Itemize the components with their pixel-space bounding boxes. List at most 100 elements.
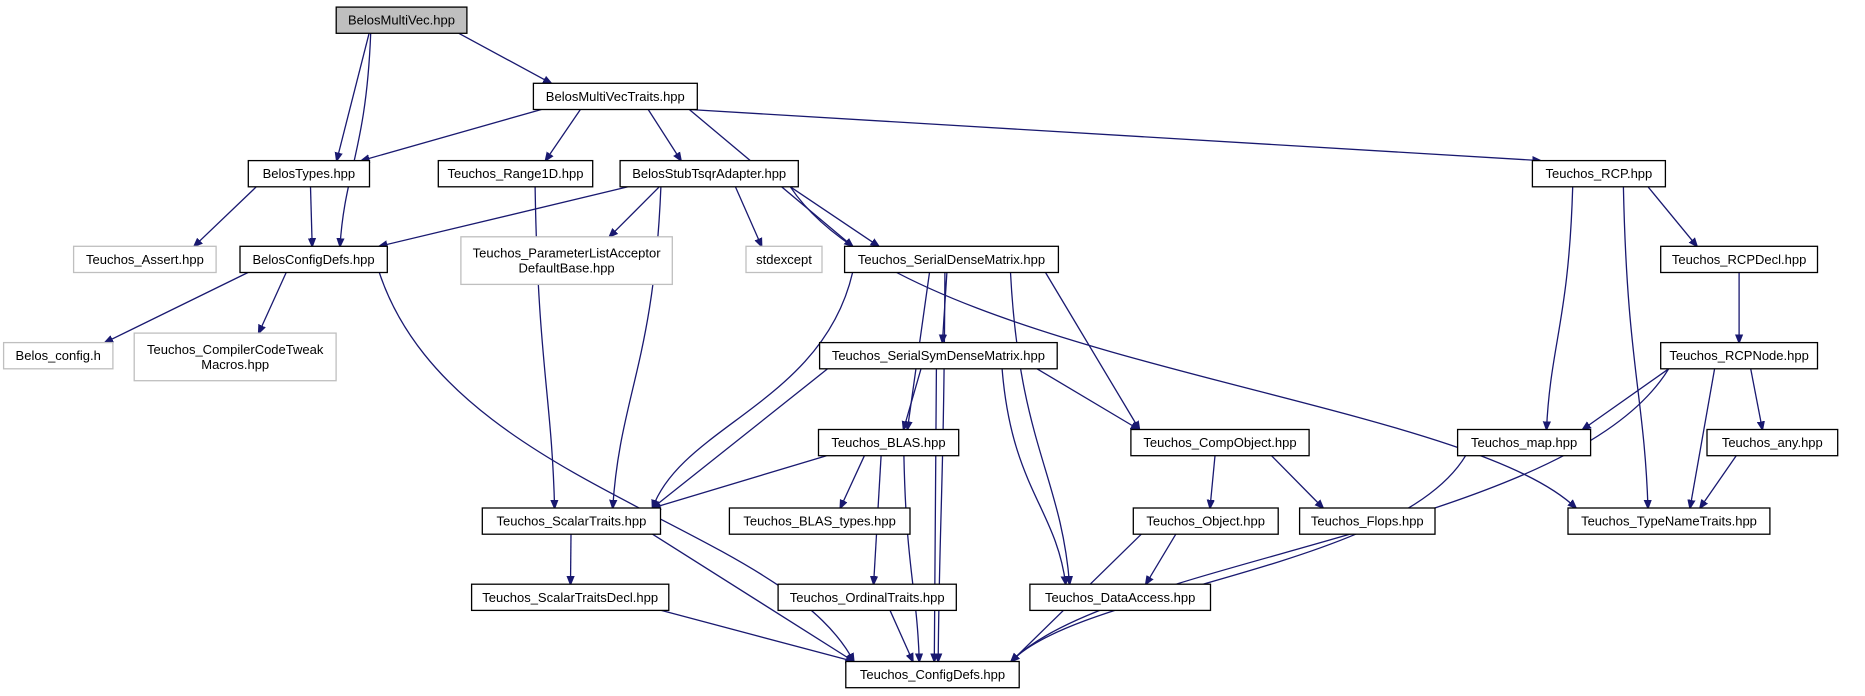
node-multivec[interactable]: BelosMultiVec.hpp	[335, 6, 468, 34]
edge-serialsym-to-dataaccess	[1001, 368, 1066, 584]
node-flops[interactable]: Teuchos_Flops.hpp	[1298, 507, 1436, 535]
edge-arrow	[734, 186, 761, 247]
edge-arrow	[1622, 186, 1648, 508]
node-label: Teuchos_any.hpp	[1722, 435, 1823, 450]
edge-arrow	[379, 186, 629, 247]
node-box	[335, 6, 468, 34]
node-map[interactable]: Teuchos_map.hpp	[1456, 428, 1592, 457]
node-compobject[interactable]: Teuchos_CompObject.hpp	[1130, 428, 1310, 457]
node-scalartraitsdecl[interactable]: Teuchos_ScalarTraitsDecl.hpp	[470, 583, 670, 612]
edge-arrow	[546, 109, 581, 161]
edge-configdefs-to-compilercode	[259, 272, 287, 334]
node-label: BelosTypes.hpp	[263, 166, 356, 181]
node-object[interactable]: Teuchos_Object.hpp	[1132, 507, 1279, 535]
node-configdefs[interactable]: BelosConfigDefs.hpp	[239, 245, 388, 274]
node-range1d[interactable]: Teuchos_Range1D.hpp	[437, 159, 594, 188]
edge-serialdense-to-compobject	[1044, 272, 1140, 430]
node-box	[1029, 583, 1212, 612]
edge-arrow	[840, 455, 865, 508]
node-label: Teuchos_RCPNode.hpp	[1669, 348, 1808, 363]
node-paramlist[interactable]: Teuchos_ParameterListAcceptorDefaultBase…	[460, 236, 673, 286]
node-box	[1130, 428, 1310, 457]
edge-ordinal-to-teuchosconfig	[889, 610, 913, 661]
edge-arrow	[1750, 368, 1763, 430]
node-belostypes[interactable]: BelosTypes.hpp	[247, 159, 371, 188]
edge-multivec-to-multivectraits	[458, 32, 551, 83]
edge-arrow	[1009, 272, 1070, 585]
edge-scalartraitsdecl-to-teuchosconfig	[660, 609, 854, 661]
edge-arrow	[609, 186, 660, 237]
edge-compobject-to-flops	[1271, 455, 1324, 508]
node-serialsym[interactable]: Teuchos_SerialSymDenseMatrix.hpp	[818, 341, 1058, 370]
node-assert[interactable]: Teuchos_Assert.hpp	[72, 245, 217, 274]
node-box	[1660, 245, 1819, 274]
node-box	[247, 159, 371, 188]
edge-serialdense-to-scalartraits	[653, 272, 854, 509]
edge-multivectraits-to-range1d	[546, 109, 581, 161]
node-box	[818, 341, 1058, 370]
node-scalartraits[interactable]: Teuchos_ScalarTraits.hpp	[481, 507, 662, 535]
edge-blas-to-blastypes	[840, 455, 865, 508]
node-blastypes[interactable]: Teuchos_BLAS_types.hpp	[728, 507, 911, 535]
node-ordinal[interactable]: Teuchos_OrdinalTraits.hpp	[777, 583, 957, 612]
node-multivectraits[interactable]: BelosMultiVecTraits.hpp	[532, 82, 698, 111]
edge-multivectraits-to-belostypes	[361, 108, 542, 161]
node-dataaccess[interactable]: Teuchos_DataAccess.hpp	[1029, 583, 1212, 612]
edge-stubtsqr-to-stdexcept	[734, 186, 761, 247]
edge-serialsym-to-scalartraits	[653, 368, 829, 508]
edge-serialsym-to-compobject	[1036, 368, 1139, 430]
node-label: Teuchos_OrdinalTraits.hpp	[790, 590, 945, 605]
edge-belostypes-to-assert	[194, 186, 257, 247]
node-box	[619, 159, 799, 188]
node-box	[2, 341, 114, 370]
node-rcpdecl[interactable]: Teuchos_RCPDecl.hpp	[1660, 245, 1819, 274]
node-serialdense[interactable]: Teuchos_SerialDenseMatrix.hpp	[843, 245, 1060, 274]
edge-arrow	[571, 534, 572, 584]
node-stubtsqr[interactable]: BelosStubTsqrAdapter.hpp	[619, 159, 799, 188]
node-stdexcept[interactable]: stdexcept	[745, 245, 823, 274]
edge-multivectraits-to-stubtsqr	[647, 109, 681, 161]
node-label: Teuchos_TypeNameTraits.hpp	[1581, 514, 1757, 529]
node-rcp[interactable]: Teuchos_RCP.hpp	[1531, 159, 1667, 188]
edge-configdefs-to-belosconfig	[105, 271, 249, 343]
node-box	[532, 82, 698, 111]
node-typename[interactable]: Teuchos_TypeNameTraits.hpp	[1567, 507, 1771, 535]
edge-blas-to-teuchosconfig	[903, 455, 919, 662]
node-label: stdexcept	[756, 252, 812, 267]
node-box	[1567, 507, 1771, 535]
node-label: Teuchos_ScalarTraits.hpp	[496, 514, 646, 529]
edge-arrow	[337, 33, 370, 160]
edge-arrow	[1001, 368, 1066, 584]
node-blas[interactable]: Teuchos_BLAS.hpp	[817, 428, 960, 457]
edge-rcpnode-to-typename	[1690, 368, 1716, 508]
node-label: Teuchos_Flops.hpp	[1311, 514, 1424, 529]
node-box	[745, 245, 823, 274]
edge-arrow	[1210, 455, 1216, 508]
edge-arrow	[789, 186, 879, 247]
node-belosconfig[interactable]: Belos_config.h	[2, 341, 114, 370]
edge-rcpnode-to-teuchosconfig	[1011, 368, 1670, 662]
edge-arrow	[1690, 368, 1716, 508]
edge-rcpnode-to-map	[1583, 368, 1670, 430]
edge-stubtsqr-to-serialdense	[789, 186, 879, 247]
edge-blas-to-scalartraits	[653, 455, 827, 508]
edge-multivec-to-belostypes	[337, 33, 370, 160]
node-label: DefaultBase.hpp	[519, 261, 615, 276]
edge-arrow	[653, 455, 827, 508]
edge-arrow	[1647, 186, 1697, 247]
node-label: Teuchos_DataAccess.hpp	[1045, 590, 1195, 605]
edge-arrow	[1011, 368, 1670, 662]
edge-serialsym-to-blas	[904, 368, 922, 430]
node-label: Teuchos_BLAS.hpp	[831, 435, 945, 450]
node-box	[1706, 428, 1839, 457]
edge-arrow	[653, 272, 854, 509]
node-any[interactable]: Teuchos_any.hpp	[1706, 428, 1839, 457]
node-teuchosconfig[interactable]: Teuchos_ConfigDefs.hpp	[845, 660, 1020, 689]
node-rcpnode[interactable]: Teuchos_RCPNode.hpp	[1660, 341, 1819, 370]
nodes-layer: BelosMultiVec.hppBelosMultiVecTraits.hpp…	[2, 6, 1839, 689]
edges-layer	[105, 32, 1763, 662]
node-label: Teuchos_Assert.hpp	[86, 252, 204, 267]
edge-map-to-teuchosconfig	[1011, 455, 1467, 662]
